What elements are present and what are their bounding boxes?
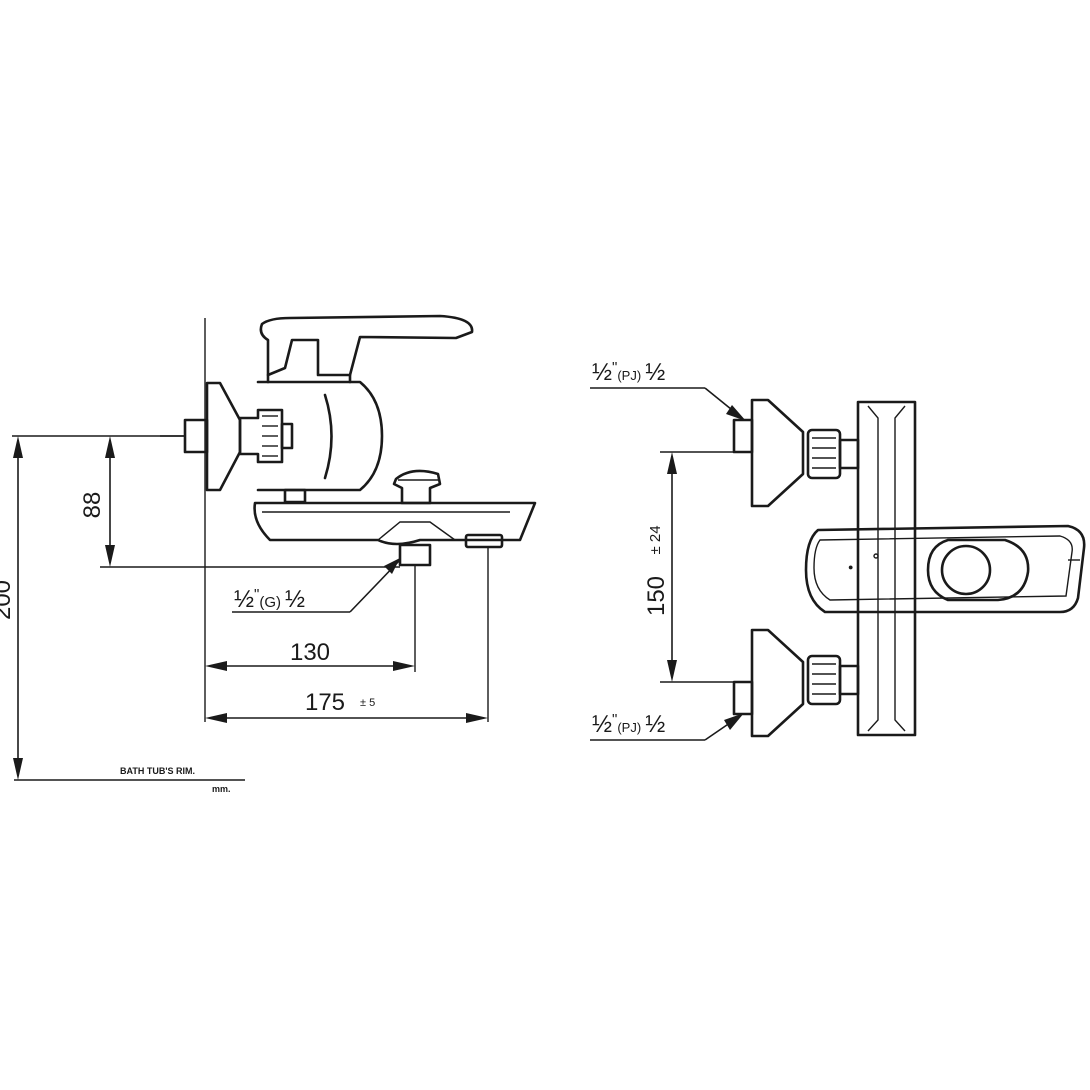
top-nut bbox=[806, 428, 842, 480]
arrow bbox=[105, 545, 115, 567]
arrow bbox=[724, 713, 744, 730]
arrow bbox=[466, 713, 488, 723]
top-inlet-label: ½"(PJ)½ bbox=[592, 359, 665, 386]
body-curve bbox=[323, 393, 333, 480]
lever-knob bbox=[940, 544, 992, 596]
front-view: ● 150 ± 24 ½"(PJ)½ ½"(PJ)½ bbox=[590, 359, 1086, 741]
bottom-inlet-stub bbox=[732, 680, 754, 716]
arrow bbox=[105, 436, 115, 458]
lever-plate-edge bbox=[813, 535, 1073, 601]
arrow bbox=[384, 558, 400, 574]
dim-88-label: 88 bbox=[79, 492, 106, 519]
connection-nut bbox=[238, 408, 284, 464]
logo-dot bbox=[873, 553, 879, 559]
unit-label: mm. bbox=[212, 784, 231, 794]
inlet-stub bbox=[183, 418, 209, 454]
arrow bbox=[13, 436, 23, 458]
arrow bbox=[393, 661, 415, 671]
arrow bbox=[667, 660, 677, 682]
bottom-connector bbox=[838, 664, 860, 696]
lever-plate bbox=[804, 524, 1086, 614]
top-inlet-stub bbox=[732, 418, 754, 454]
outlet-label: ½"(G)½ bbox=[234, 586, 305, 613]
spout bbox=[253, 501, 537, 546]
lever-handle bbox=[259, 314, 474, 377]
top-connector bbox=[838, 438, 860, 470]
diverter-knob bbox=[392, 469, 442, 505]
arrow bbox=[667, 452, 677, 474]
bottom-nut bbox=[806, 654, 842, 706]
arrow bbox=[726, 405, 746, 421]
aerator bbox=[464, 533, 504, 549]
arrow bbox=[205, 661, 227, 671]
nut-tail bbox=[280, 422, 294, 450]
dim-130-label: 130 bbox=[290, 639, 330, 666]
bottom-escutcheon bbox=[750, 628, 805, 738]
outlet-connector bbox=[398, 543, 432, 567]
bottom-inlet-label: ½"(PJ)½ bbox=[592, 711, 665, 738]
top-escutcheon bbox=[750, 398, 805, 508]
dim-175-tolerance: ± 5 bbox=[360, 697, 375, 709]
main-bar bbox=[856, 400, 917, 737]
side-view: 200 88 ½"(G)½ 130 175 ± 5 BATH TUB'S RIM… bbox=[0, 314, 537, 794]
brand-logo: ● bbox=[848, 562, 853, 572]
lower-connector bbox=[283, 488, 307, 504]
dim-150-tolerance: ± 24 bbox=[647, 525, 664, 554]
arrow bbox=[205, 713, 227, 723]
dim-200-label: 200 bbox=[0, 580, 16, 620]
spout-edge bbox=[377, 521, 456, 541]
dim-175-label: 175 bbox=[305, 689, 345, 716]
arrow bbox=[13, 758, 23, 780]
escutcheon bbox=[205, 381, 242, 492]
rim-label: BATH TUB'S RIM. bbox=[120, 766, 195, 776]
bar-bevel bbox=[867, 405, 906, 732]
mixer-body bbox=[256, 380, 384, 492]
dim-150-label: 150 bbox=[643, 576, 670, 616]
lever-recess bbox=[926, 538, 1030, 602]
